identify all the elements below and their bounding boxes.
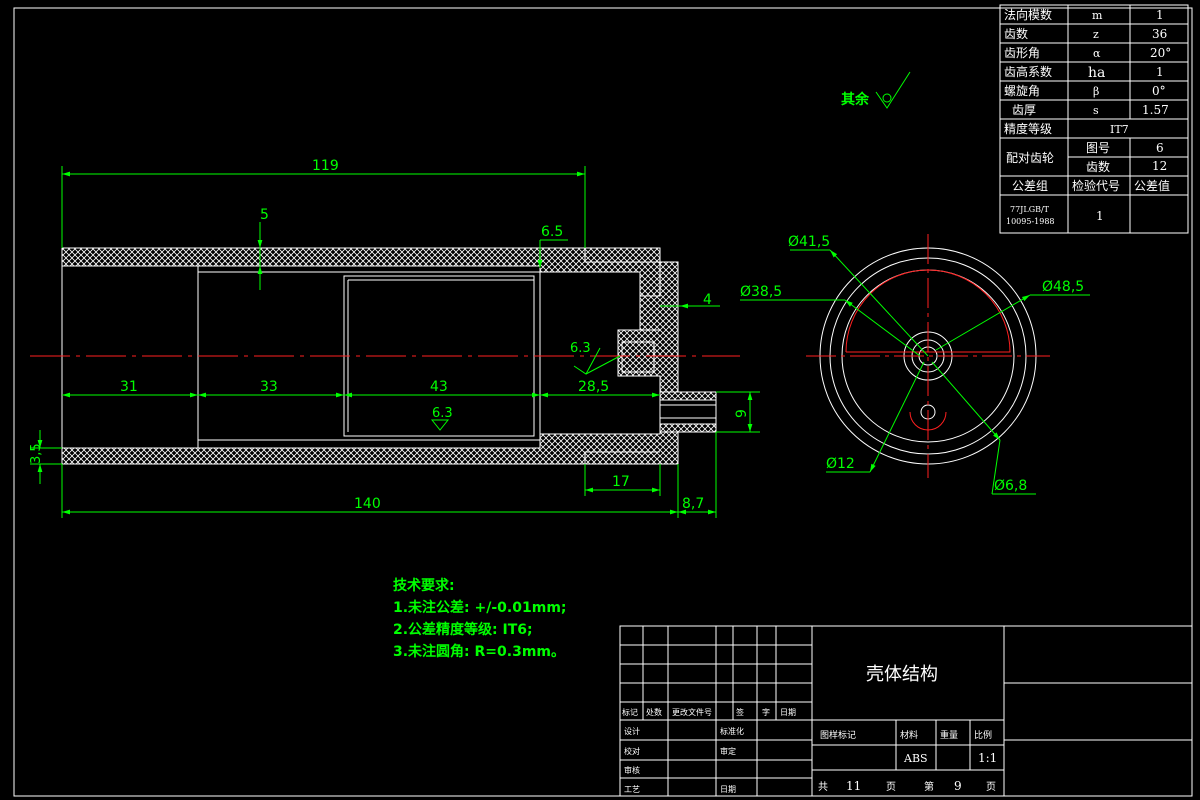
roughness-bore: 6.3 xyxy=(432,406,453,421)
note-item-2: 2.公差精度等级: IT6; xyxy=(393,622,533,638)
mating-drawing-value: 6 xyxy=(1156,141,1164,155)
mating-teeth-label: 齿数 xyxy=(1086,159,1110,174)
param-label-module: 法向模数 xyxy=(1004,7,1052,22)
param-value-addendum: 1 xyxy=(1156,65,1164,79)
param-label-addendum: 齿高系数 xyxy=(1004,64,1052,79)
param-value-teeth: 36 xyxy=(1152,27,1167,41)
accuracy-label: 精度等级 xyxy=(1004,121,1052,136)
technical-requirements: 技术要求: 1.未注公差: +/-0.01mm; 2.公差精度等级: IT6; … xyxy=(393,575,567,663)
end-view-dimensions: Ø41,5 Ø38,5 Ø48,5 Ø12 Ø6,8 xyxy=(740,234,1090,495)
total-page-unit: 页 xyxy=(886,781,896,793)
dim-9: 9 xyxy=(734,409,750,418)
part-name: 壳体结构 xyxy=(866,664,938,685)
mating-teeth-value: 12 xyxy=(1152,159,1167,173)
dim-119: 119 xyxy=(312,158,339,174)
inspect-code-label: 检验代号 xyxy=(1072,178,1120,193)
section-view xyxy=(30,247,740,465)
material-label: 材料 xyxy=(900,729,918,741)
col-sign: 签 xyxy=(736,707,744,717)
param-label-thickness: 齿厚 xyxy=(1012,103,1036,117)
sheet-page-unit: 页 xyxy=(986,781,996,793)
param-symbol-thickness: s xyxy=(1093,104,1099,117)
dim-4: 4 xyxy=(703,292,712,308)
col-change-doc: 更改文件号 xyxy=(672,707,712,717)
note-item-1: 1.未注公差: +/-0.01mm; xyxy=(393,600,567,616)
dim-33: 33 xyxy=(260,379,278,395)
tol-value-label: 公差值 xyxy=(1134,178,1170,193)
param-symbol-module: m xyxy=(1092,9,1103,22)
note-item-3: 3.未注圆角: R=0.3mm。 xyxy=(393,644,566,660)
param-symbol-angle: α xyxy=(1093,47,1101,60)
weight-label: 重量 xyxy=(940,729,958,741)
dim-d12: Ø12 xyxy=(826,456,855,472)
col-char: 字 xyxy=(762,707,770,717)
tol-group-label: 公差组 xyxy=(1012,179,1048,193)
row-check: 校对 xyxy=(624,746,640,756)
dim-d41-5: Ø41,5 xyxy=(788,234,830,250)
section-dimensions: 119 5 6.5 4 6.3 31 33 43 28,5 6.3 9 xyxy=(29,158,760,518)
accuracy-value: IT7 xyxy=(1110,123,1129,136)
dim-d48-5: Ø48,5 xyxy=(1042,279,1084,295)
total-sheets: 11 xyxy=(846,779,861,793)
param-label-helix: 螺旋角 xyxy=(1004,84,1040,98)
standard-line-1: 77JLGB/T xyxy=(1010,205,1050,214)
mid-date: 日期 xyxy=(720,785,736,794)
gear-parameter-table: 法向模数 m 1 齿数 z 36 齿形角 α 20° 齿高系数 ha 1 螺旋角… xyxy=(999,4,1189,234)
sheet-no: 9 xyxy=(954,779,962,793)
param-symbol-teeth: z xyxy=(1093,28,1099,41)
param-value-angle: 20° xyxy=(1150,46,1171,60)
col-mark: 标记 xyxy=(622,707,638,717)
param-label-angle: 齿形角 xyxy=(1004,46,1040,60)
surface-finish-rest: 其余 xyxy=(841,71,911,109)
col-count: 处数 xyxy=(646,707,662,717)
param-label-teeth: 齿数 xyxy=(1004,26,1028,41)
param-value-module: 1 xyxy=(1156,8,1164,22)
dim-d6-8: Ø6,8 xyxy=(994,478,1027,494)
scale-value: 1:1 xyxy=(978,751,997,765)
bottom-wall-hatch xyxy=(61,423,679,465)
notes-title: 技术要求: xyxy=(393,578,455,594)
surface-rest-label: 其余 xyxy=(841,91,870,108)
dim-17: 17 xyxy=(612,474,630,490)
mid-standard: 标准化 xyxy=(720,726,744,736)
mating-gear-label: 配对齿轮 xyxy=(1006,151,1054,165)
material-value: ABS xyxy=(903,752,928,765)
dim-5: 5 xyxy=(260,207,269,223)
end-view xyxy=(806,234,1050,478)
dim-6-5: 6.5 xyxy=(541,224,563,240)
mating-drawing-label: 图号 xyxy=(1086,141,1110,155)
param-value-helix: 0° xyxy=(1152,84,1166,98)
drawing-mark-label: 图样标记 xyxy=(820,729,856,741)
title-block: 壳体结构 标记 处数 更改文件号 签 字 日期 设计 校对 审核 工艺 标准化 … xyxy=(619,625,1193,797)
end-plate-hatch xyxy=(617,261,679,393)
dim-43: 43 xyxy=(430,379,448,395)
tol-group-value: 1 xyxy=(1096,209,1104,223)
param-symbol-helix: β xyxy=(1093,85,1099,98)
row-process: 工艺 xyxy=(624,785,640,794)
dim-d38-5: Ø38,5 xyxy=(740,284,782,300)
param-symbol-addendum: ha xyxy=(1088,65,1105,81)
total-sheets-label: 共 xyxy=(818,781,828,793)
mid-approve: 审定 xyxy=(720,746,736,756)
dim-8-7: 8,7 xyxy=(682,496,704,512)
row-design: 设计 xyxy=(624,726,640,736)
drawing-frame xyxy=(13,7,1193,797)
param-value-thickness: 1.57 xyxy=(1142,103,1169,117)
row-review: 审核 xyxy=(624,765,640,775)
dim-31: 31 xyxy=(120,379,138,395)
standard-line-2: 10095-1988 xyxy=(1006,217,1055,226)
dim-140: 140 xyxy=(354,496,381,512)
sheet-no-label: 第 xyxy=(924,780,934,793)
dim-28-5: 28,5 xyxy=(578,379,609,395)
roughness-pocket: 6.3 xyxy=(570,341,591,356)
dim-3-5: 3,5 xyxy=(29,443,44,464)
scale-label: 比例 xyxy=(974,729,992,741)
col-date: 日期 xyxy=(780,708,796,717)
